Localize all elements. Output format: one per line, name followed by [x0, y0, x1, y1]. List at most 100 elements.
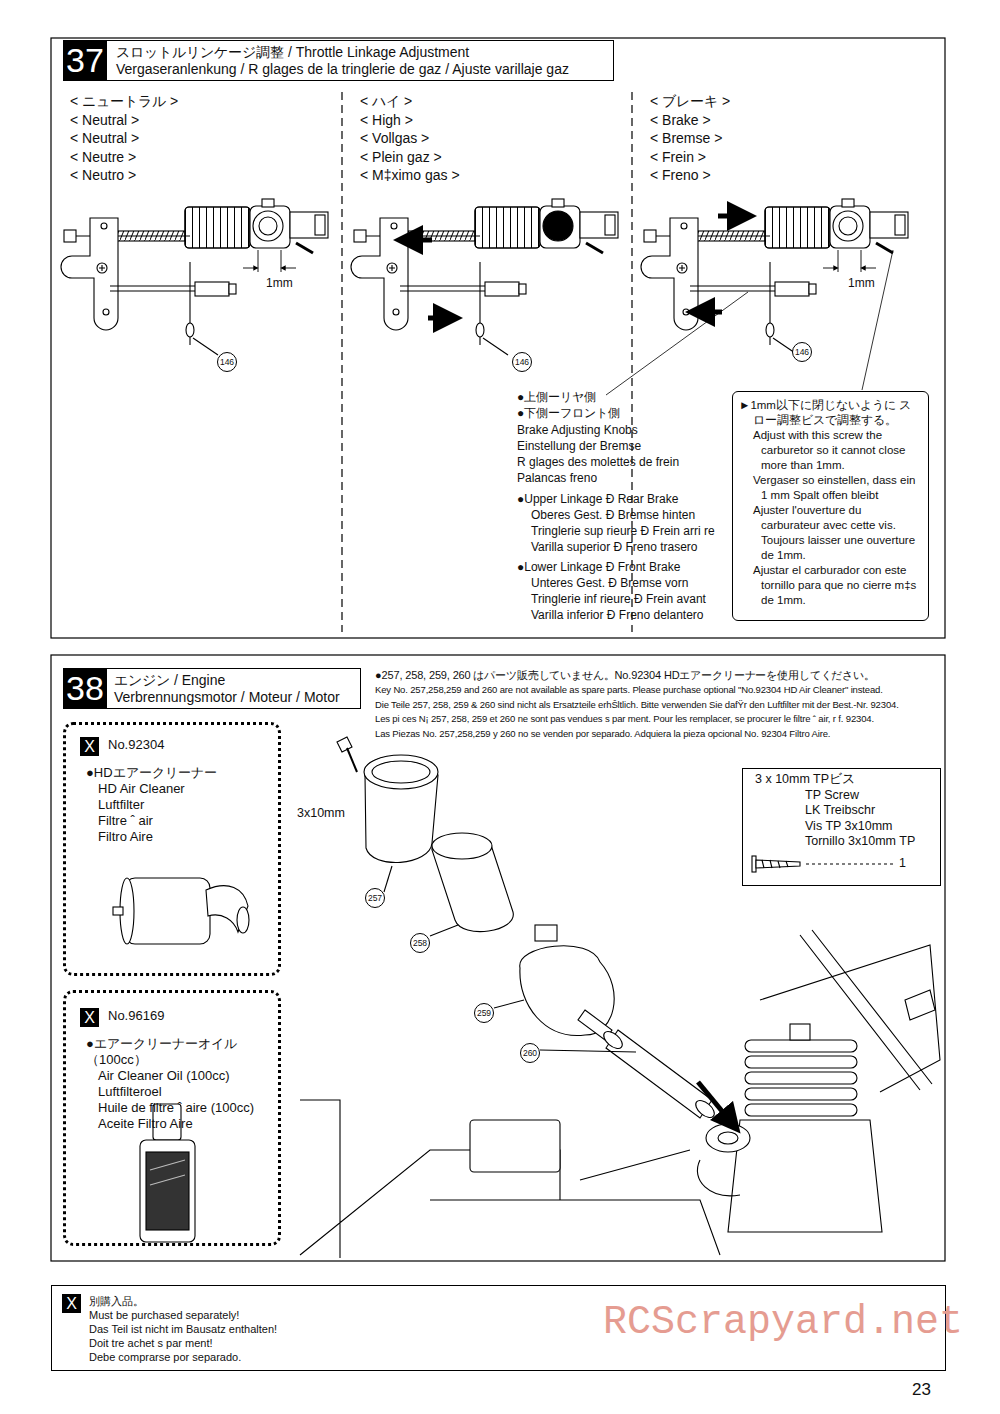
- callout-number: 258: [410, 933, 430, 953]
- drawing-path: [728, 1120, 882, 1232]
- screw-box: 3 x 10mm TPビスTP ScrewLK TreibschrVis TP …: [742, 768, 941, 886]
- label-text: < Brake >: [650, 111, 730, 130]
- label-group: < ブレーキ >< Brake >< Bremse >< Frein >< Fr…: [650, 92, 730, 185]
- drawing-ellipse: [237, 907, 249, 933]
- drawing-line: [296, 243, 313, 253]
- node-text: LK Treibschr: [755, 803, 936, 819]
- label-text: Oberes Gest. Ð Bremse hinten: [517, 507, 715, 523]
- step-badge: 37: [63, 40, 107, 81]
- drawing-line: [606, 292, 748, 395]
- node-text: 260: [521, 1044, 539, 1062]
- label-text: ●下側ーフロント側: [517, 405, 679, 421]
- node-text: エンジン / Engine: [114, 672, 356, 689]
- drawing-rect: [745, 1072, 857, 1084]
- label-text: < ブレーキ >: [650, 92, 730, 111]
- drawing-path: [206, 886, 248, 932]
- label-text: ●Upper Linkage Ð Rear Brake: [517, 491, 715, 507]
- drawing-line: [347, 748, 357, 772]
- node-text: HD Air Cleaner: [86, 781, 274, 797]
- label-text: < Neutre >: [70, 148, 178, 167]
- purchase-badge: X: [80, 737, 99, 756]
- label-text: 1mm: [848, 276, 875, 290]
- purchase-badge: X: [62, 1294, 81, 1313]
- label-text: ●257, 258, 259, 260 はパーツ販売していません。No.9230…: [375, 667, 943, 683]
- node-text: Ajustar el carburador con este tornillo …: [739, 563, 922, 608]
- label-group: 23: [912, 1380, 931, 1400]
- callout-number: 146: [792, 342, 812, 362]
- drawing-line: [281, 250, 282, 272]
- drawing-rect: [51, 655, 945, 1261]
- label-group: ●Upper Linkage Ð Rear BrakeOberes Gest. …: [517, 491, 715, 555]
- throttle-linkage-drawing: [61, 199, 328, 355]
- node-text: No.96169: [108, 1008, 274, 1024]
- node-text: Huile de filtre ˆ aire (100cc): [86, 1100, 274, 1116]
- node-text: 38: [63, 668, 107, 709]
- node-text: X: [80, 1008, 99, 1027]
- drawing-circle: [103, 309, 109, 315]
- callout-number: 146: [217, 352, 237, 372]
- node-text: Aceite Filtro Aire: [86, 1116, 274, 1132]
- drawing-rect: [470, 1120, 560, 1172]
- drawing-line: [428, 316, 448, 321]
- label-text: < High >: [360, 111, 460, 130]
- motion-arrows: [408, 216, 742, 318]
- callout-number: 259: [474, 1003, 494, 1023]
- drawing-line: [243, 268, 256, 269]
- label-text: < Neutro >: [70, 166, 178, 185]
- label-group: 3x10mm: [297, 806, 345, 820]
- label-text: Brake Adjusting Knobs: [517, 422, 679, 438]
- node-text: No.92304: [108, 737, 274, 753]
- label-group: 1mm: [266, 276, 293, 290]
- node-text: 146: [793, 343, 811, 361]
- label-text: Einstellung der Bremse: [517, 438, 679, 454]
- drawing-ellipse: [706, 1124, 750, 1152]
- drawing-path: [905, 990, 935, 1020]
- engine-illustration: [300, 737, 940, 1258]
- label-text: R glages des molettes de frein: [517, 454, 679, 470]
- drawing-rect: [51, 38, 945, 638]
- node-text: Air Cleaner Oil (100cc): [86, 1068, 274, 1084]
- panel-frames: [51, 38, 945, 1261]
- node-text: TP Screw: [755, 788, 936, 804]
- note-box: ►1mm以下に閉じないように スロー調整ビスで調整する。Adjust with …: [732, 391, 929, 621]
- node-text: ●エアークリーナーオイル（100cc）: [86, 1036, 274, 1068]
- drawing-path: [365, 756, 438, 862]
- drawing-line: [862, 250, 893, 390]
- node-text: 259: [475, 1004, 493, 1022]
- drawing-circle: [97, 263, 107, 273]
- air-cleaner-picture: [113, 878, 249, 944]
- drawing-line: [384, 866, 392, 892]
- step-badge: 38: [63, 668, 107, 709]
- drawing-line: [863, 268, 876, 269]
- label-text: < Bremse >: [650, 129, 730, 148]
- node-text: Luftfilter: [86, 797, 274, 813]
- drawing-rect: [146, 1152, 189, 1230]
- label-text: Unteres Gest. Ð Bremse vorn: [517, 575, 706, 591]
- node-text: ●HDエアークリーナー: [86, 765, 274, 781]
- drawing-line: [806, 863, 893, 864]
- label-text: Las Piezas No. 257,258,259 y 260 no se v…: [375, 727, 943, 742]
- drawing-line: [341, 92, 342, 632]
- drawing-rect: [113, 907, 123, 915]
- node-text: X: [62, 1294, 81, 1313]
- callout-number: 257: [365, 888, 385, 908]
- drawing-path: [337, 737, 352, 752]
- drawing-rect: [140, 1140, 195, 1242]
- drawing-path: [150, 1160, 185, 1185]
- drawing-path: [61, 218, 118, 330]
- gap-dimension-brake: [823, 250, 876, 272]
- drawing-rect: [752, 856, 756, 872]
- drawing-line: [494, 1000, 524, 1008]
- node-text: Ajuster l'ouverture du carburateur avec …: [739, 503, 922, 563]
- drawing-line: [698, 1082, 731, 1122]
- label-text: Varilla inferior Ð Freno delantero: [517, 607, 706, 623]
- callout-number: 146: [512, 352, 532, 372]
- carb-open-bore: [543, 211, 573, 241]
- label-text: ●上側ーリヤ側: [517, 389, 679, 405]
- node-text: Tornillo 3x10mm TP: [755, 834, 936, 850]
- drawing-ellipse: [718, 1132, 738, 1144]
- drawing-rect: [745, 1088, 857, 1100]
- callout-number: 260: [520, 1043, 540, 1063]
- label-group: ●上側ーリヤ側●下側ーフロント側Brake Adjusting KnobsEin…: [517, 389, 679, 487]
